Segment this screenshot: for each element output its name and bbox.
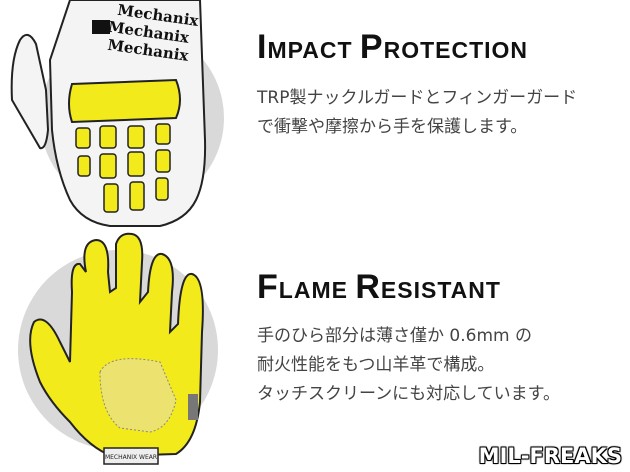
finger-guards-highlight (75, 123, 171, 213)
cuff-label-text: MECHANIX WEAR (105, 454, 157, 461)
knuckle-guard-highlight (68, 78, 181, 124)
description-line: 耐火性能をもつ山羊革で構成。 (257, 355, 495, 375)
cuff-label-tag (103, 447, 159, 465)
description-line: 手のひら部分は薄さ僅か 0.6mm の (257, 326, 532, 346)
impact-protection-title: IMPACT PROTECTION (257, 28, 529, 66)
palm-glove-figure: MECHANIX WEAR (0, 232, 240, 472)
knuckle-guard-glove-figure: Mechanix Mechanix Mechanix (0, 0, 240, 232)
side-logo-tab (188, 394, 198, 420)
palm-panel (99, 358, 177, 433)
description-line: タッチスクリーンにも対応しています。 (257, 384, 560, 404)
description-line: TRP製ナックルガードとフィンガーガード (257, 88, 578, 108)
flame-resistant-description: 手のひら部分は薄さ僅か 0.6mm の 耐火性能をもつ山羊革で構成。 タッチスク… (257, 322, 560, 409)
description-line: で衝撃や摩擦から手を保護します。 (257, 117, 528, 137)
flame-resistant-title: FLAME RESISTANT (257, 268, 501, 306)
impact-protection-description: TRP製ナックルガードとフィンガーガード で衝撃や摩擦から手を保護します。 (257, 84, 577, 142)
brand-logo-mark (92, 20, 110, 34)
mil-freaks-watermark: MIL-FREAKS (478, 444, 622, 468)
